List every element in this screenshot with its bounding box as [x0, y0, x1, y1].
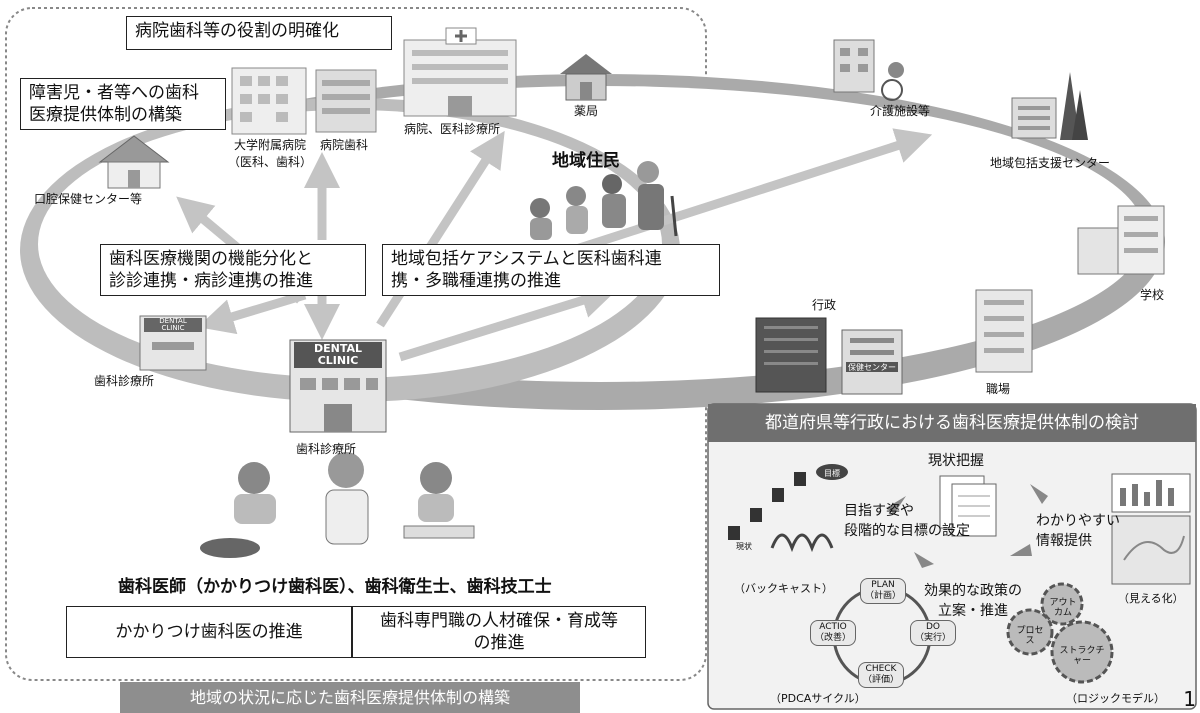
hospital-icon [403, 27, 517, 117]
health-center-sign: 保健センター [848, 363, 896, 372]
policy-label-line1: 効果的な政策の [924, 583, 1022, 599]
care-facility-icon [833, 39, 904, 101]
footer-banner: 地域の状況に応じた歯科医療提供体制の構築 [120, 682, 580, 713]
care-facility-label: 介護施設等 [870, 104, 931, 118]
gear-process-label: プロセス [1016, 626, 1044, 646]
pdca-do: DO （実行） [910, 620, 957, 646]
dental-clinic-main-label: 歯科診療所 [296, 442, 357, 456]
pdca-plan-jp: （計画） [865, 591, 902, 601]
function-text-line1: 歯科医療機関の機能分化と [109, 249, 313, 269]
government-building-icon [755, 317, 827, 393]
community-care-box: 地域包括ケアシステムと医科歯科連 携・多職種連携の推進 [382, 244, 720, 296]
hospital-dental-icon [315, 69, 377, 133]
community-care-text-line2: 携・多職種連携の推進 [391, 271, 561, 291]
role-clarify-box: 病院歯科等の役割の明確化 [126, 16, 392, 50]
backcast-label: （バックキャスト） [734, 582, 833, 595]
school-label: 学校 [1140, 288, 1165, 302]
pdca-do-en: DO [926, 622, 941, 632]
kakaritsuke-box: かかりつけ歯科医の推進 [66, 606, 352, 658]
hospital-dental-label: 病院歯科 [320, 138, 369, 152]
pdca-check-en: CHECK [865, 664, 897, 674]
info-label-line1: わかりやすい [1036, 513, 1120, 529]
dental-sign-small-line2: CLINIC [161, 324, 185, 332]
page-number: 1 [1183, 687, 1196, 711]
personnel-text-line1: 歯科専門職の人材確保・育成等 [380, 611, 618, 631]
disability-box: 障害児・者等への歯科 医療提供体制の構築 [20, 78, 226, 130]
community-care-text-line1: 地域包括ケアシステムと医科歯科連 [391, 249, 662, 269]
pharmacy-label: 薬局 [574, 104, 599, 118]
government-label: 行政 [812, 298, 837, 312]
pdca-check-jp: （評価） [863, 675, 900, 685]
school-icon [1077, 205, 1165, 275]
policy-label-line2: 立案・推進 [938, 603, 1008, 619]
workplace-label: 職場 [986, 382, 1011, 396]
dental-sign-small-line1: DENTAL [159, 317, 187, 325]
pdca-plan-en: PLAN [871, 580, 895, 590]
function-text-line2: 診診連携・病診連携の推進 [109, 271, 313, 291]
university-hospital-label-line1: 大学附属病院 [234, 138, 307, 152]
pdca-do-jp: （実行） [915, 633, 952, 643]
support-center-icon [1011, 72, 1088, 140]
personnel-box: 歯科専門職の人材確保・育成等 の推進 [352, 606, 646, 658]
professionals-illustration [200, 452, 475, 558]
pdca-cycle-label: （PDCAサイクル） [770, 692, 866, 705]
current-status-tag: 現状 [736, 542, 752, 551]
status-label: 現状把握 [928, 453, 984, 469]
dental-sign-main-line2: CLINIC [317, 354, 359, 367]
residents-label: 地域住民 [552, 151, 620, 171]
gear-outcome-label: アウトカム [1049, 598, 1077, 618]
pdca-plan: PLAN （計画） [860, 578, 907, 604]
info-label-line2: 情報提供 [1036, 533, 1092, 549]
pdca-action-en: ACTIO [819, 622, 847, 632]
policy-label: 効果的な政策の 立案・推進 [924, 580, 1022, 620]
disability-text-line1: 障害児・者等への歯科 [29, 83, 199, 103]
university-hospital-label-line2: （医科、歯科） [228, 155, 313, 169]
goal-label-line1: 目指す姿や [844, 503, 914, 519]
university-hospital-icon [231, 67, 307, 135]
logic-model-label: （ロジックモデル） [1066, 692, 1165, 705]
dental-clinic-small-label: 歯科診療所 [94, 374, 155, 388]
pdca-action-jp: （改善） [815, 633, 852, 643]
pdca-check: CHECK （評価） [858, 662, 905, 688]
goal-label-line2: 段階的な目標の設定 [844, 523, 970, 539]
dental-clinic-small-icon [139, 315, 207, 371]
dental-sign-main: DENTAL CLINIC [294, 343, 382, 367]
dental-clinic-main-icon [289, 339, 387, 433]
health-center-building-icon [841, 329, 903, 395]
goal-tag: 目標 [824, 469, 840, 478]
hospital-label: 病院、医科診療所 [404, 122, 501, 136]
panel-title: 都道府県等行政における歯科医療提供体制の検討 [708, 404, 1196, 442]
pharmacy-icon [560, 54, 612, 101]
disability-text-line2: 医療提供体制の構築 [29, 105, 182, 125]
pdca-action: ACTIO （改善） [810, 620, 857, 646]
function-box: 歯科医療機関の機能分化と 診診連携・病診連携の推進 [100, 244, 366, 296]
workplace-icon [975, 289, 1033, 373]
university-hospital-label: 大学附属病院 （医科、歯科） [228, 136, 312, 170]
oral-health-center-icon [98, 135, 170, 189]
dental-sign-main-line1: DENTAL [313, 342, 363, 355]
role-clarify-text: 病院歯科等の役割の明確化 [135, 21, 339, 41]
kakaritsuke-text: かかりつけ歯科医の推進 [115, 622, 303, 642]
oral-center-label: 口腔保健センター等 [34, 192, 143, 206]
support-center-label: 地域包括支援センター [990, 156, 1111, 170]
dental-sign-small: DENTAL CLINIC [150, 318, 196, 332]
goal-label: 目指す姿や 段階的な目標の設定 [844, 500, 970, 540]
personnel-text-line2: の推進 [473, 633, 525, 653]
panel-illustrations [728, 464, 1191, 686]
info-label: わかりやすい 情報提供 [1036, 510, 1120, 550]
residents-illustration [530, 161, 678, 240]
professionals-label: 歯科医師（かかりつけ歯科医）、歯科衛生士、歯科技工士 [118, 577, 552, 597]
visualize-label: （見える化） [1118, 592, 1184, 605]
gear-structure-label: ストラクチャー [1059, 646, 1105, 666]
